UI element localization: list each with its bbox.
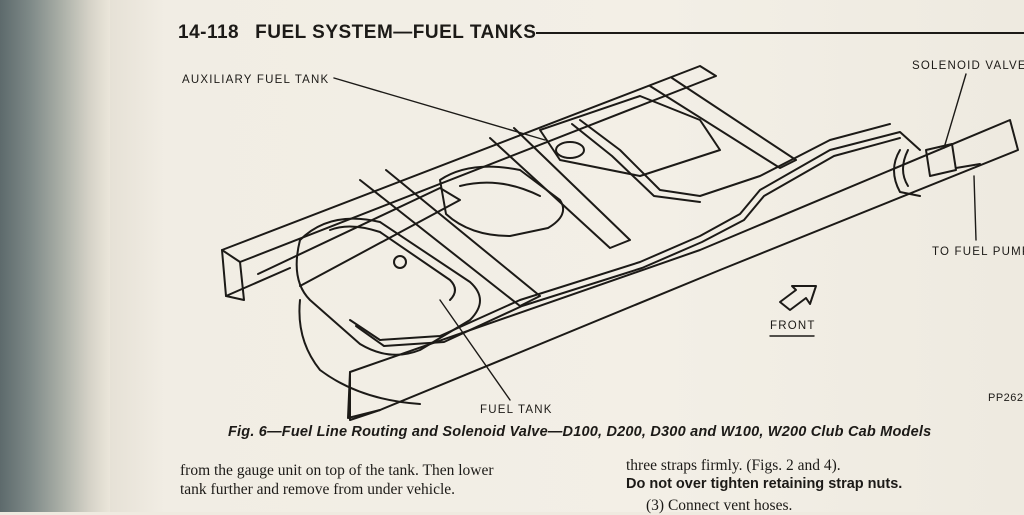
front-crossmember	[649, 77, 797, 169]
callout-auxiliary-fuel-tank: AUXILIARY FUEL TANK	[182, 74, 330, 86]
solenoid-leader	[943, 73, 967, 149]
left-column-text: from the gauge unit on top of the tank. …	[180, 461, 494, 499]
text-line: tank further and remove from under vehic…	[180, 481, 456, 498]
front-arrow	[779, 285, 817, 311]
callout-solenoid-valve: SOLENOID VALVE	[912, 60, 1024, 72]
text-line: from the gauge unit on top of the tank. …	[180, 462, 494, 479]
mid-crossmember-1	[359, 169, 541, 307]
mid-crossmember-2	[489, 127, 631, 249]
figure-code: PP262	[988, 392, 1024, 404]
right-column-line-1: three straps firmly. (Figs. 2 and 4).	[626, 457, 841, 474]
fuel-pump-leader	[973, 175, 977, 241]
fuel-tank-leader	[439, 299, 511, 401]
warning-text: Do not over tighten retaining strap nuts…	[626, 476, 903, 492]
auxiliary-tank-leader	[333, 77, 546, 141]
left-frame-rail	[221, 65, 717, 263]
right-frame-rail	[349, 119, 1019, 421]
page-number: 14-118	[178, 22, 240, 43]
header-rule	[536, 32, 1024, 34]
book-spine-shadow	[0, 0, 110, 512]
auxiliary-fuel-tank	[439, 165, 564, 237]
figure-caption: Fig. 6—Fuel Line Routing and Solenoid Va…	[228, 424, 932, 440]
page-header: 14-118 FUEL SYSTEM—FUEL TANKS	[178, 22, 536, 44]
callout-fuel-tank: FUEL TANK	[480, 404, 553, 416]
rear-crossmember	[257, 187, 461, 287]
fuel-line	[349, 131, 921, 341]
callout-to-fuel-pump: TO FUEL PUMP	[932, 246, 1024, 258]
manual-page	[110, 0, 1024, 512]
section-title: FUEL SYSTEM—FUEL TANKS	[255, 22, 537, 43]
main-fuel-tank	[295, 217, 481, 356]
right-column-line-3: (3) Connect vent hoses.	[646, 497, 793, 514]
callout-front: FRONT	[770, 320, 816, 332]
solenoid-valve	[925, 143, 957, 177]
